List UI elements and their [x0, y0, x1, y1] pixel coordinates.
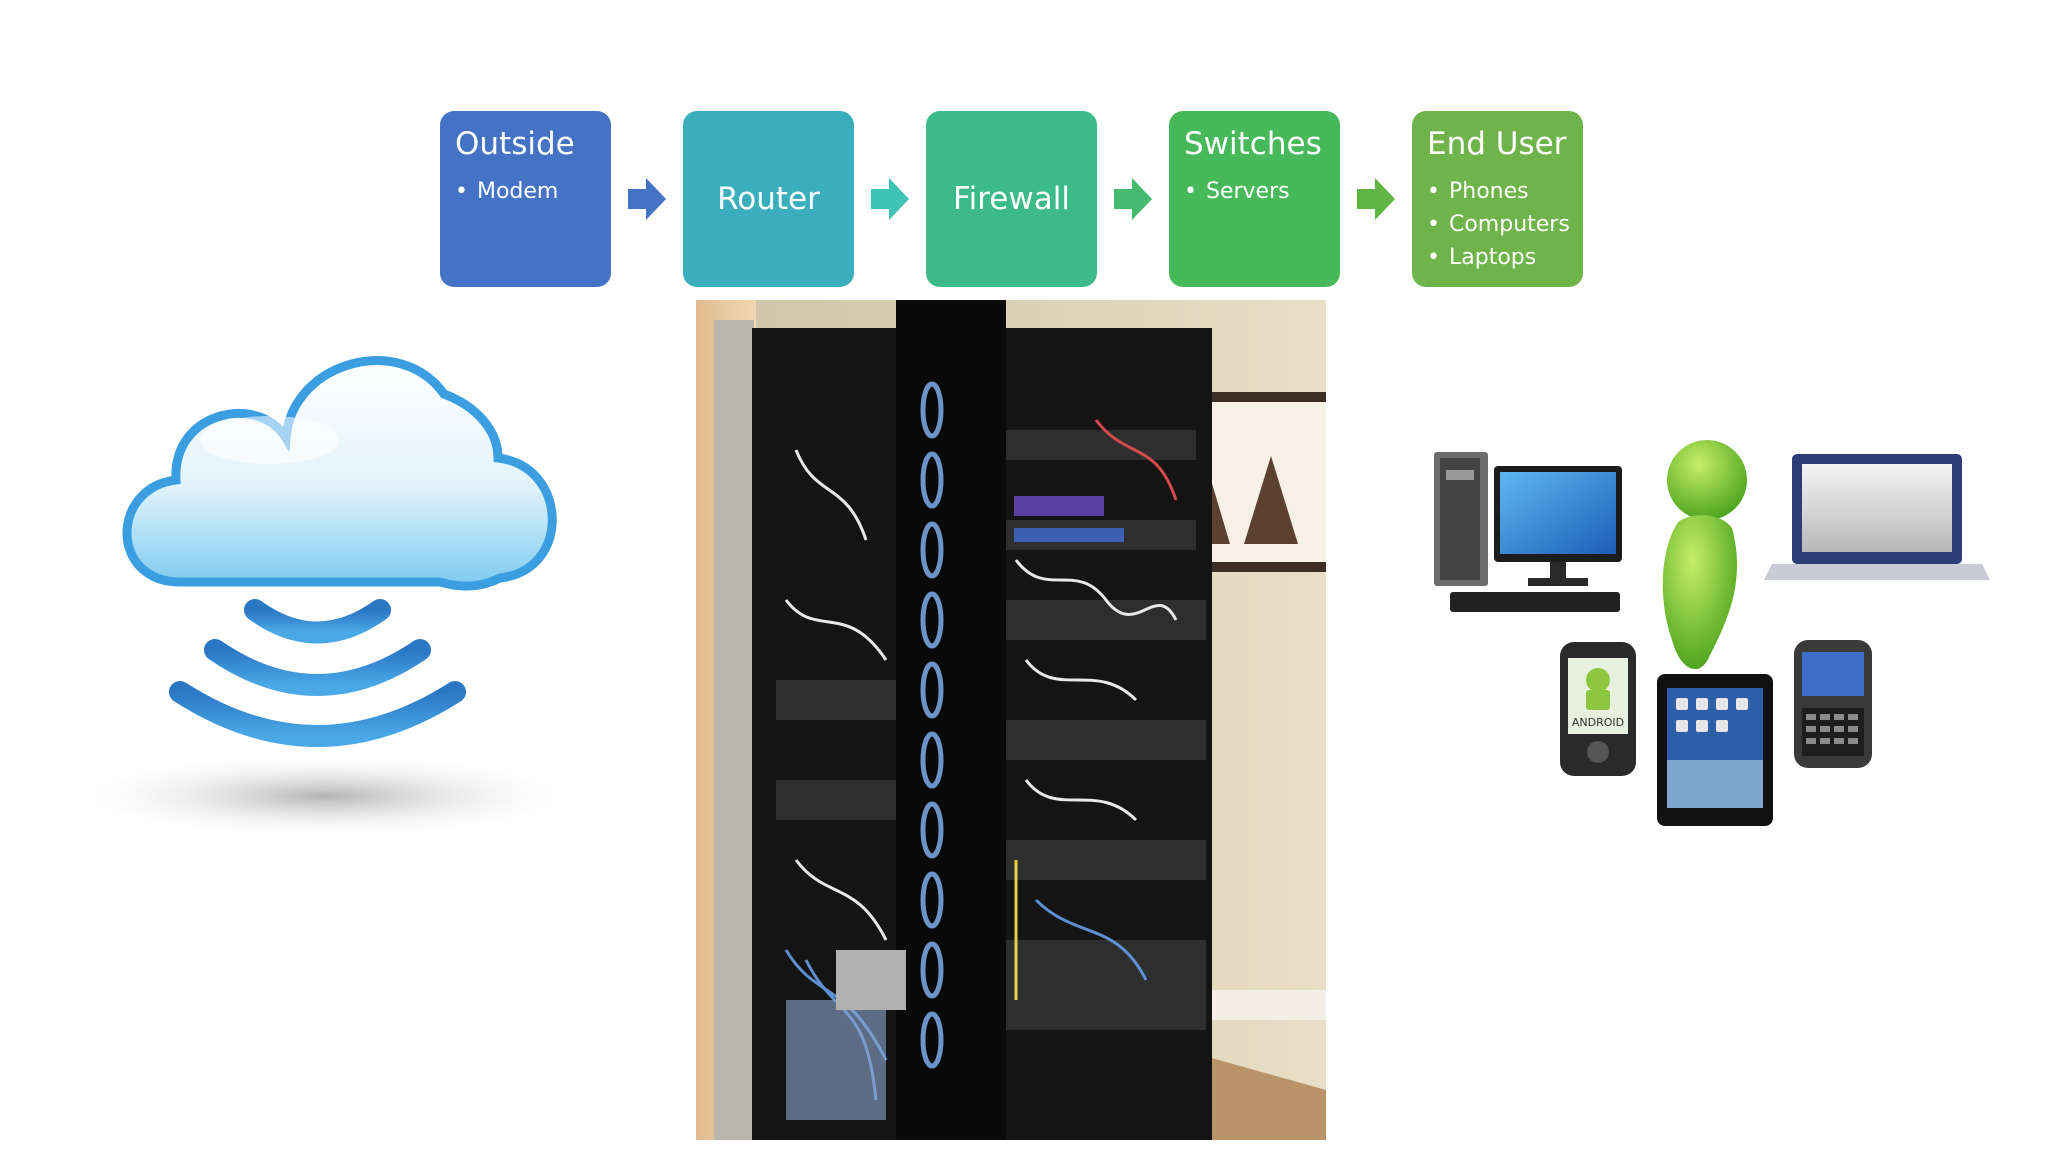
desktop-tower-icon — [1434, 452, 1488, 586]
user-person-icon — [1662, 440, 1747, 670]
android-phone-icon: ANDROID — [1560, 642, 1636, 776]
flow-step-item: Servers — [1184, 175, 1290, 208]
wireless-cloud-icon — [60, 356, 590, 840]
server-rack-photo — [696, 300, 1326, 1140]
flow-step-items: Phones Computers Laptops — [1427, 175, 1570, 274]
flow-step-title: Outside — [455, 126, 575, 162]
flow-arrow-icon — [1114, 178, 1152, 220]
flow-step-item: Phones — [1427, 175, 1570, 208]
flow-step-items: Servers — [1184, 175, 1290, 208]
flow-step-title: Switches — [1184, 126, 1322, 162]
flow-step-outside: Outside Modem — [440, 111, 611, 287]
flow-step-item: Modem — [455, 175, 558, 208]
flow-step-item: Laptops — [1427, 241, 1570, 274]
flow-arrow-icon — [871, 178, 909, 220]
end-user-devices-illustration: ANDROID — [1434, 440, 1990, 826]
tablet-icon — [1657, 674, 1773, 826]
flow-step-title: End User — [1427, 126, 1567, 162]
desktop-monitor-icon — [1450, 466, 1622, 612]
flow-arrow-icon — [1357, 178, 1395, 220]
smartphone-keyboard-icon — [1794, 640, 1872, 768]
flow-step-title: Firewall — [953, 181, 1070, 217]
flow-arrow-icon — [628, 178, 666, 220]
flow-step-router: Router — [683, 111, 854, 287]
flow-step-items: Modem — [455, 175, 558, 208]
flow-step-switches: Switches Servers — [1169, 111, 1340, 287]
flow-step-title: Router — [717, 181, 820, 217]
laptop-icon — [1764, 454, 1990, 580]
flow-step-firewall: Firewall — [926, 111, 1097, 287]
phone-brand-label: ANDROID — [1572, 716, 1624, 729]
flow-step-item: Computers — [1427, 208, 1570, 241]
flow-step-end-user: End User Phones Computers Laptops — [1412, 111, 1583, 287]
